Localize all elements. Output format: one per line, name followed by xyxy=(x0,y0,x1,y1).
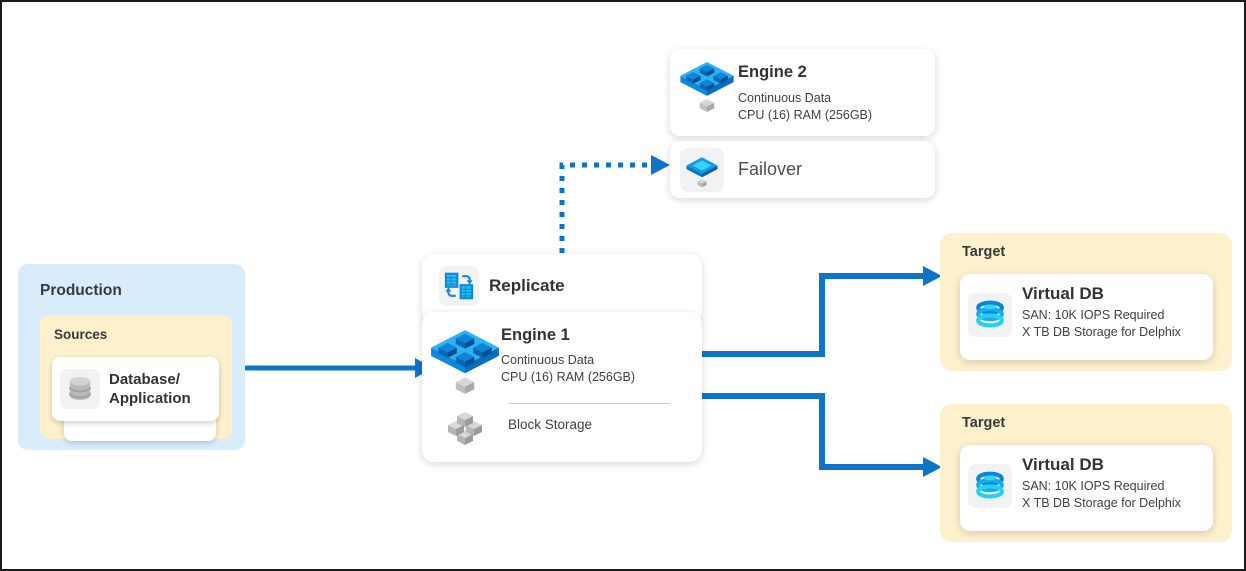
virtual-db-icon-tile xyxy=(968,293,1012,337)
virtual-db-title-1: Virtual DB xyxy=(1022,284,1104,303)
target-zone-2: Target Virtual DB SAN: 10K IOPS Required… xyxy=(940,404,1232,542)
production-zone: Production Sources Database/ Application xyxy=(18,264,245,450)
virtual-db-rings-icon xyxy=(976,300,1004,328)
engine2-line1: Continuous Data xyxy=(738,91,832,105)
virtual-db-line2-1: X TB DB Storage for Delphix xyxy=(1022,325,1181,339)
failover-label: Failover xyxy=(738,159,803,179)
virtual-db-line1-1: SAN: 10K IOPS Required xyxy=(1022,308,1165,322)
engine-platform-icon xyxy=(680,62,734,112)
replicate-icon-tile xyxy=(439,266,479,306)
failover-icon-tile xyxy=(680,147,724,192)
virtual-db-rings-icon xyxy=(976,471,1004,499)
engine2-card: Engine 2 Continuous Data CPU (16) RAM (2… xyxy=(670,49,935,136)
block-storage-cubes-icon xyxy=(448,412,482,445)
database-label-line2: Application xyxy=(109,390,191,407)
replicate-sync-icon xyxy=(444,272,474,300)
sources-zone-title: Sources xyxy=(54,327,108,342)
database-application-card: Database/ Application xyxy=(52,357,219,421)
virtual-db-icon-tile xyxy=(968,464,1012,508)
database-label-line1: Database/ xyxy=(109,371,180,388)
production-zone-title: Production xyxy=(40,282,122,299)
arrow-engine1-to-target1 xyxy=(702,266,942,357)
engine2-line2: CPU (16) RAM (256GB) xyxy=(738,108,873,122)
target2-zone-title: Target xyxy=(962,415,1006,431)
database-cylinder-icon xyxy=(68,377,92,401)
database-icon-tile xyxy=(60,369,100,409)
target-zone-1: Target Virtual DB SAN: 10K IOPS Required… xyxy=(940,233,1232,371)
database-application-label: Database/ Application xyxy=(109,370,191,408)
engine1-line2: CPU (16) RAM (256GB) xyxy=(501,370,636,384)
failover-platform-icon xyxy=(686,156,718,187)
engine-platform-icon xyxy=(431,330,499,394)
engine1-title: Engine 1 xyxy=(501,326,570,344)
arrow-replicate-to-failover-dotted xyxy=(559,155,670,253)
engine1-card: Engine 1 Continuous Data CPU (16) RAM (2… xyxy=(422,312,702,462)
virtual-db-title-2: Virtual DB xyxy=(1022,455,1104,474)
arrow-engine1-to-target2 xyxy=(702,393,942,477)
replicate-label: Replicate xyxy=(489,276,565,295)
virtual-db-card-1: Virtual DB SAN: 10K IOPS Required X TB D… xyxy=(960,274,1213,360)
virtual-db-card-2: Virtual DB SAN: 10K IOPS Required X TB D… xyxy=(960,445,1213,531)
engine2-title: Engine 2 xyxy=(738,63,807,81)
engine1-line1: Continuous Data xyxy=(501,353,595,367)
block-storage-label: Block Storage xyxy=(508,417,593,432)
failover-card: Failover xyxy=(670,141,935,198)
virtual-db-line2-2: X TB DB Storage for Delphix xyxy=(1022,496,1181,510)
engine1-divider xyxy=(508,403,670,404)
sources-zone: Sources Database/ Application xyxy=(40,315,232,441)
arrow-production-to-engine1 xyxy=(245,358,433,378)
virtual-db-line1-2: SAN: 10K IOPS Required xyxy=(1022,479,1165,493)
target1-zone-title: Target xyxy=(962,244,1006,260)
